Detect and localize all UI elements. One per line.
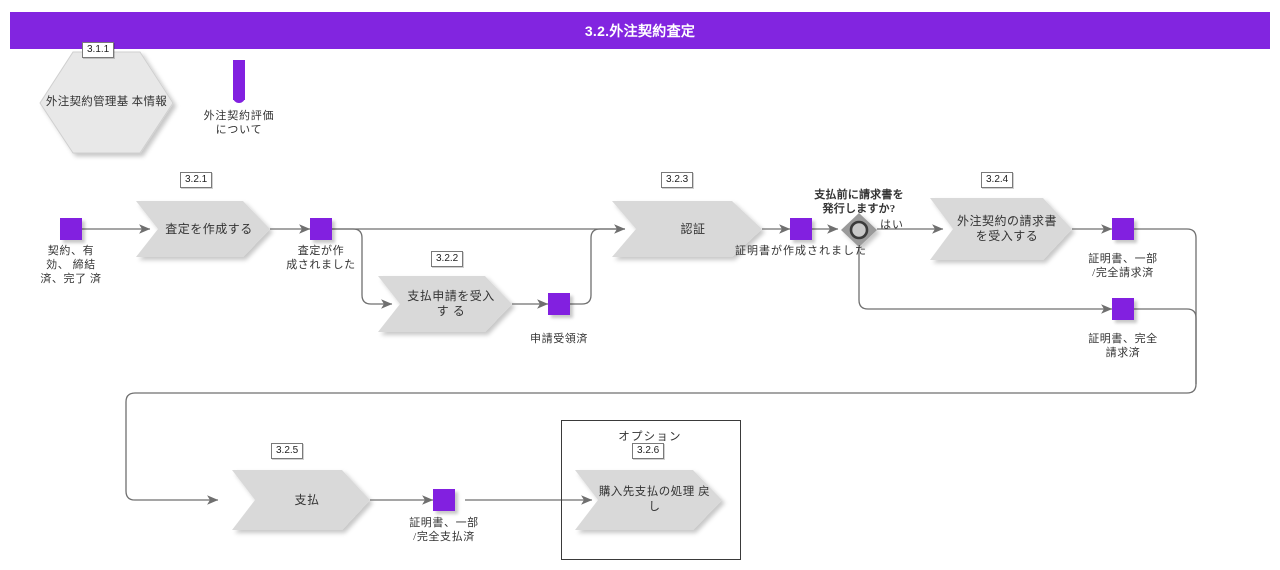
event-cert-full-invoiced-label: 証明書、完全 請求済	[1088, 333, 1158, 359]
hexagon-source-data	[39, 51, 174, 154]
event-application-received[interactable]	[548, 293, 570, 315]
tag-326: 3.2.6	[632, 443, 665, 459]
event-certificate-created-label: 証明書が作成されました	[735, 245, 867, 257]
task-322-label: 支払申請を受入す る	[407, 289, 495, 318]
event-cert-partial-full-paid-label: 証明書、一部 /完全支払済	[409, 517, 479, 543]
flow-gateway-no-to-event5	[858, 247, 1113, 314]
task-326-label: 購入先支払の処理 戻し	[598, 486, 711, 513]
flow-event5-to-rail	[1134, 308, 1197, 384]
task-shape-325[interactable]	[232, 470, 370, 530]
flow-event2-rejoin	[570, 228, 625, 305]
source-data-label: 外注契約管理基 本情報	[45, 96, 168, 108]
tag-322: 3.2.2	[431, 251, 464, 267]
task-321-label: 査定を作成する	[165, 221, 253, 236]
optional-group-title: オプション	[618, 431, 682, 443]
page-title: 3.2.外注契約査定	[584, 22, 696, 39]
task-shape-326[interactable]	[575, 470, 722, 530]
tag-321: 3.2.1	[180, 172, 213, 188]
event-cert-partial-full-paid[interactable]	[433, 489, 455, 511]
start-event[interactable]	[60, 218, 82, 240]
event-cert-partial-full-invoiced[interactable]	[1112, 218, 1134, 240]
tag-311: 3.1.1	[82, 42, 115, 58]
event-assessment-created[interactable]	[310, 218, 332, 240]
optional-group-box	[561, 420, 741, 560]
task-325-label: 支払	[294, 492, 320, 507]
tag-325: 3.2.5	[271, 443, 304, 459]
event-certificate-created[interactable]	[790, 218, 812, 240]
event-application-received-label: 申請受領済	[530, 333, 588, 345]
tag-324: 3.2.4	[981, 172, 1014, 188]
flow-event4-to-rail	[125, 228, 1197, 505]
gateway-yes-label: はい	[880, 219, 904, 231]
tag-323: 3.2.3	[661, 172, 694, 188]
event-cert-full-invoiced[interactable]	[1112, 298, 1134, 320]
start-event-label: 契約、有 効、 締結 済、完了 済	[40, 245, 102, 285]
event-assessment-created-label: 査定が作 成されました	[286, 245, 356, 271]
task-shape-321[interactable]	[136, 201, 270, 257]
annotation-label: 外注契約評価 について	[203, 110, 275, 136]
gateway-shape[interactable]	[841, 213, 877, 247]
task-shape-323[interactable]	[612, 201, 762, 257]
exclamation-mark-icon	[233, 60, 245, 103]
task-shape-324[interactable]	[930, 198, 1072, 260]
task-324-label: 外注契約の請求書 を受入する	[956, 214, 1057, 243]
task-shape-322[interactable]	[378, 276, 512, 332]
diagram-header-bar: 3.2.外注契約査定	[10, 12, 1270, 49]
gateway-question-label: 支払前に請求書を 発行しますか?	[814, 189, 904, 215]
event-cert-partial-full-invoiced-label: 証明書、一部 /完全請求済	[1088, 253, 1158, 279]
